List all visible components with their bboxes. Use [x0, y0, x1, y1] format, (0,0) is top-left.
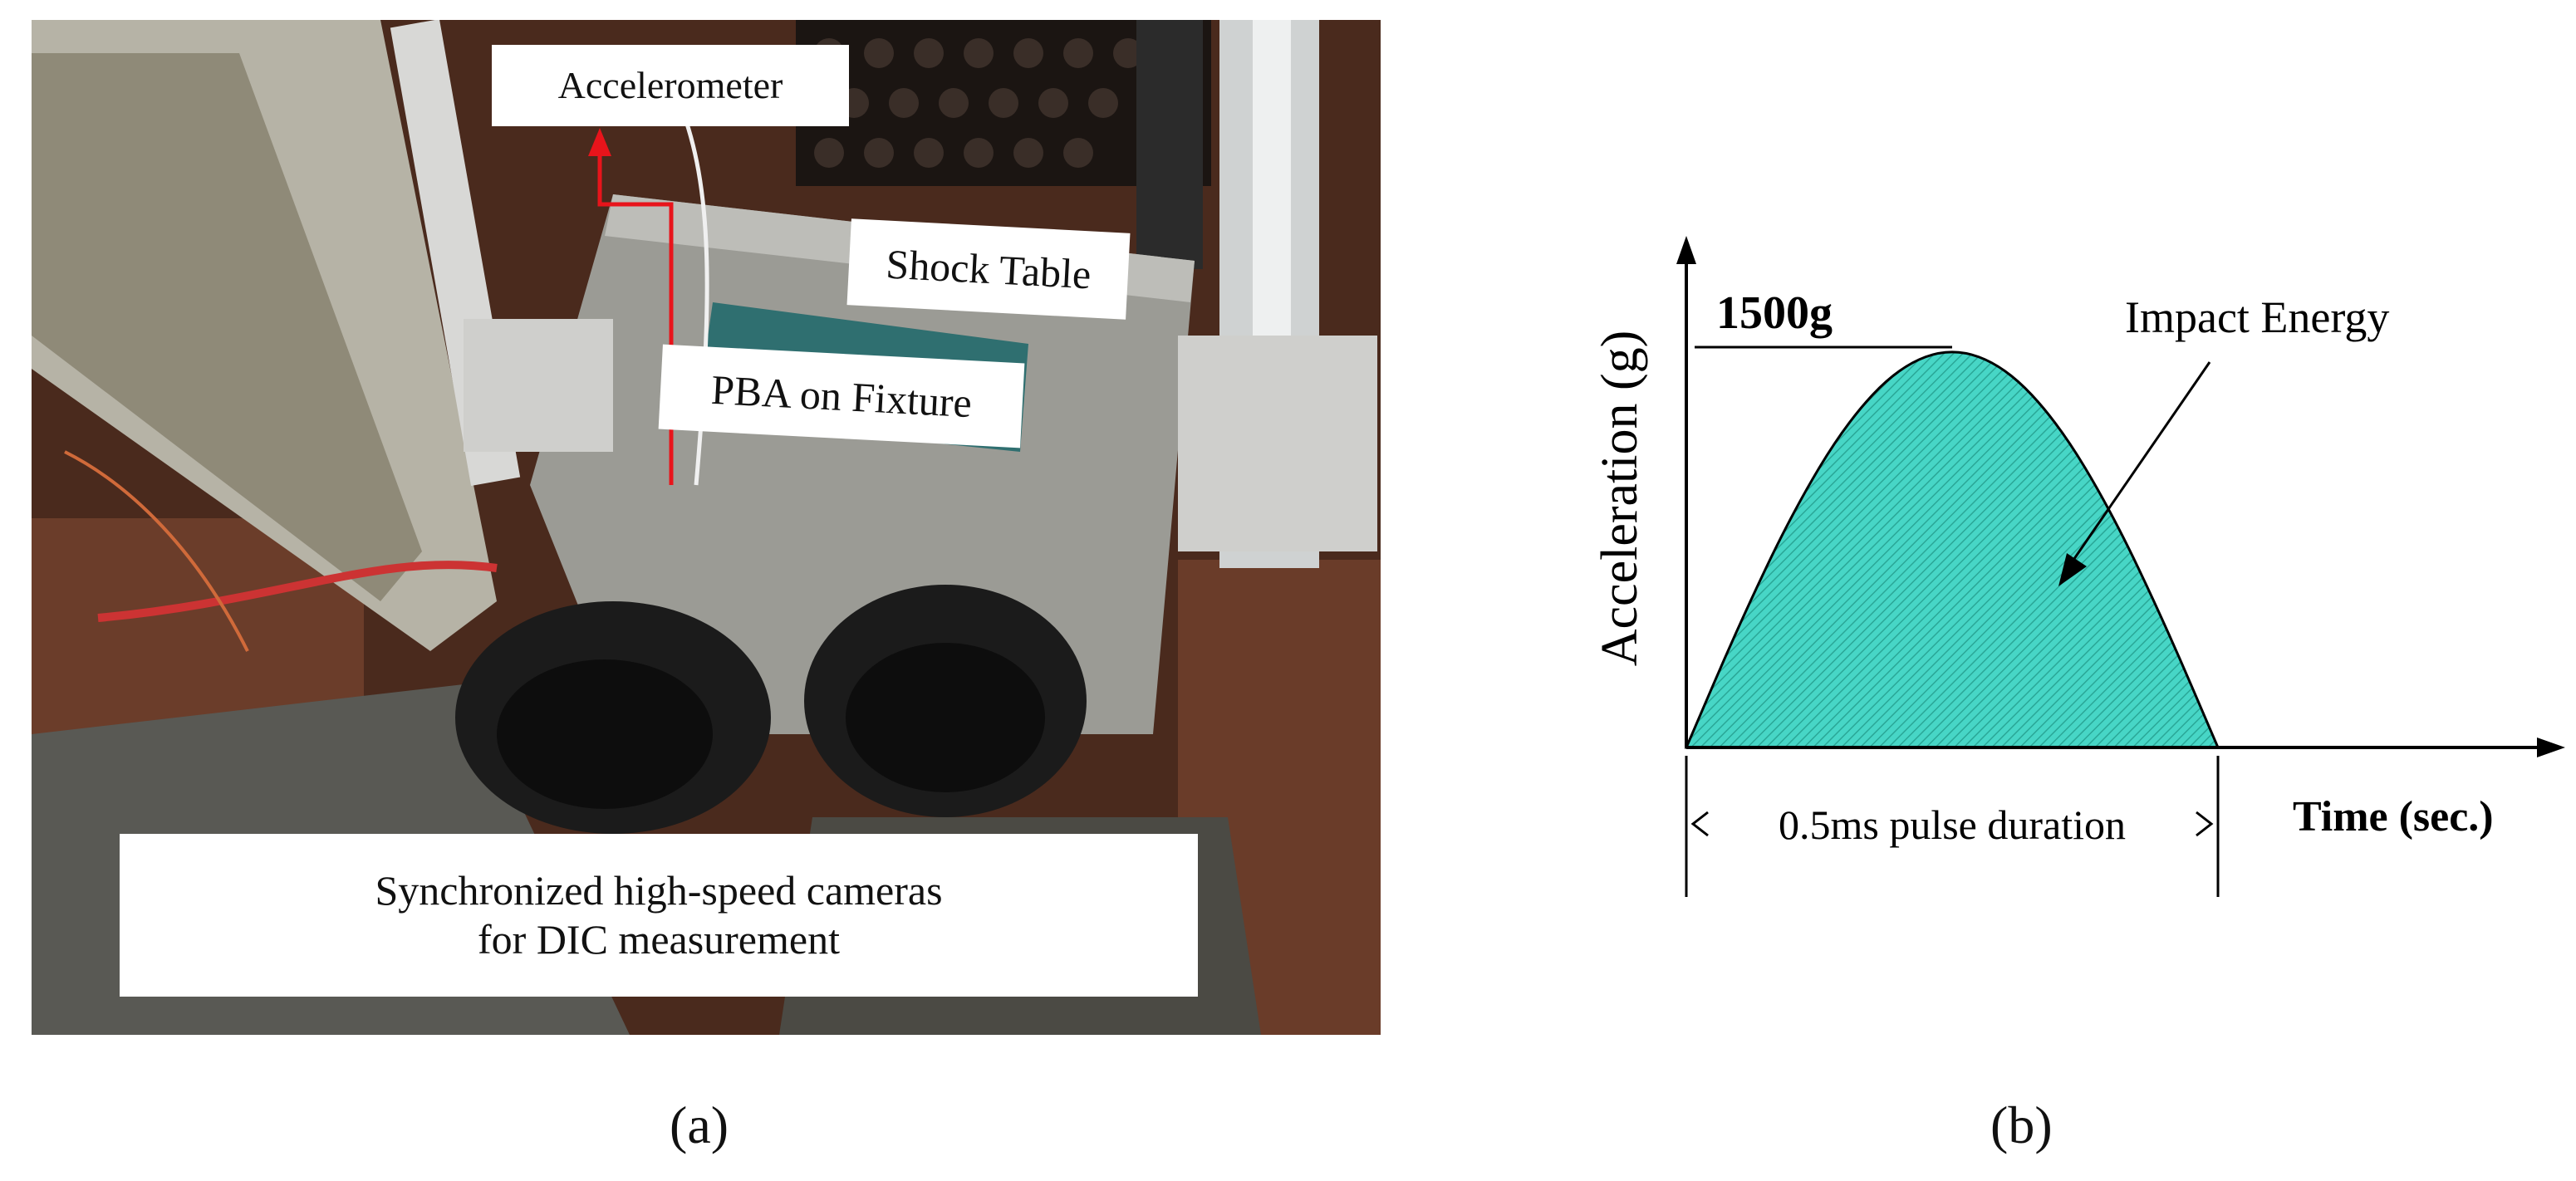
accelerometer-label: Accelerometer [492, 45, 849, 126]
panel-a-label: (a) [670, 1095, 729, 1154]
table-mount-left [464, 319, 613, 452]
camera-lens-right-glass [846, 643, 1045, 792]
shock-table [530, 194, 1195, 734]
cable-orange [64, 450, 249, 652]
panel-b-label: (b) [1990, 1095, 2053, 1154]
impact-energy-arrowhead [2058, 553, 2087, 586]
y-axis-arrowhead [1676, 236, 1696, 264]
test-setup-photo [32, 20, 1381, 1035]
test-setup-photo-drawing [32, 20, 1381, 1035]
impact-energy-label: Impact Energy [2125, 292, 2389, 342]
duration-label: 0.5ms pulse duration [1779, 801, 2126, 848]
y-axis-label: Acceleration (g) [1592, 331, 1648, 666]
table-mount-right [1178, 336, 1377, 551]
cable-red [97, 560, 498, 622]
x-axis-arrowhead [2537, 738, 2565, 757]
pulse-area [1684, 350, 2220, 749]
cameras-label-line1: Synchronized high-speed cameras [375, 867, 943, 914]
cameras-label: Synchronized high-speed cameras for DIC … [120, 834, 1198, 997]
cameras-label-line2: for DIC measurement [478, 916, 840, 963]
pulse-chart: 1500g Impact Energy 0.5ms pulse duration… [1592, 236, 2565, 897]
shock-table-label: Shock Table [846, 218, 1131, 320]
duration-right-arrow [2196, 811, 2214, 837]
machine-side-panel [32, 53, 422, 601]
duration-left-arrow [1690, 811, 1709, 837]
impact-energy-pointer [2068, 361, 2211, 566]
x-axis-label: Time (sec.) [2293, 793, 2494, 840]
accelerometer-arrowhead [588, 128, 611, 156]
camera-lens-left-glass [497, 659, 713, 809]
chain [1136, 20, 1203, 269]
peak-label: 1500g [1716, 287, 1833, 339]
